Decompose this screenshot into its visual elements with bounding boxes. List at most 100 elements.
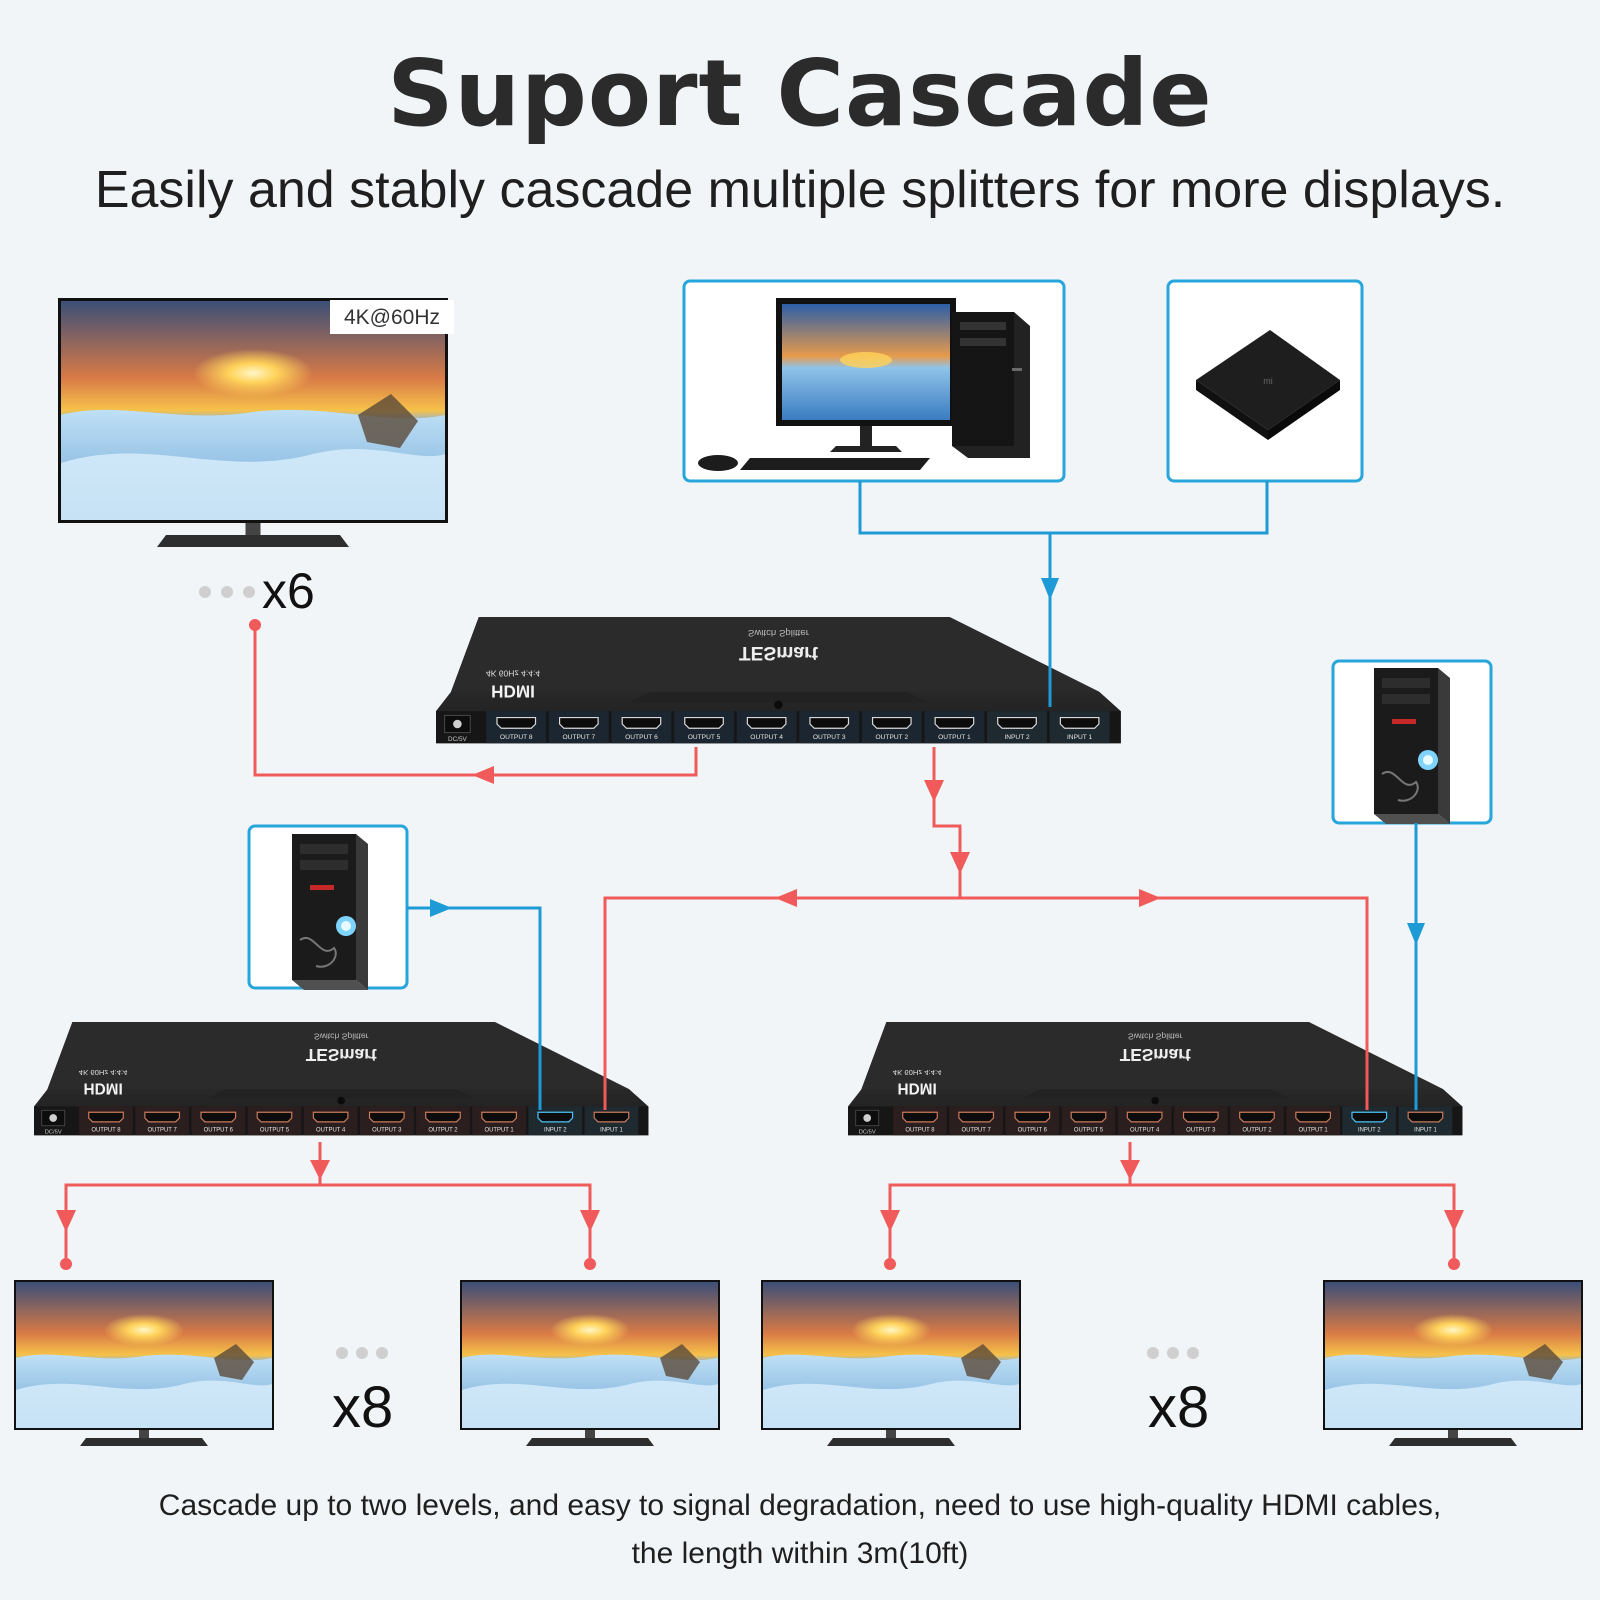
splitter-right-port-7: OUTPUT 2: [1230, 1106, 1284, 1136]
page-subtitle: Easily and stably cascade multiple split…: [94, 161, 1506, 219]
splitter-left-port-1: OUTPUT 8: [79, 1106, 133, 1136]
splitter-left-port-label-10: INPUT 1: [600, 1127, 623, 1133]
splitter-right-port-2: OUTPUT 7: [949, 1106, 1004, 1136]
tv-box-source-frame: mi: [1166, 279, 1364, 483]
splitter-left-model: Switch Splitter: [314, 1032, 369, 1042]
splitter-main-port-label-8: OUTPUT 1: [938, 734, 971, 741]
splitter-left-port-label-2: OUTPUT 7: [148, 1127, 177, 1133]
splitter-right-port-8: OUTPUT 1: [1286, 1106, 1340, 1136]
splitter-left-port-7: OUTPUT 2: [416, 1106, 470, 1136]
splitter-left-port-label-8: OUTPUT 1: [484, 1127, 514, 1133]
monitor-bottom-1: [14, 1280, 274, 1446]
pc-source-frame: [682, 279, 1066, 483]
splitter-left-port-2: OUTPUT 7: [135, 1106, 190, 1136]
monitor-top-left: 4K@60Hz: [58, 298, 454, 547]
main-to-cascade-line: [932, 747, 962, 898]
source-merge-line: [858, 481, 1269, 535]
splitter-left-brand: TESmart: [306, 1045, 377, 1065]
splitter-main-port-7: OUTPUT 2: [861, 711, 922, 744]
resolution-badge: 4K@60Hz: [344, 306, 440, 329]
splitter-left-port-6: OUTPUT 3: [359, 1106, 414, 1136]
splitter-left-port-8: OUTPUT 1: [472, 1106, 526, 1136]
footer-note: Cascade up to two levels, and easy to si…: [60, 1482, 1540, 1578]
pc-tower-frame-left: [247, 824, 409, 991]
splitter-right-port-label-4: OUTPUT 5: [1074, 1127, 1104, 1133]
splitter-left-port-10: INPUT 1: [584, 1106, 639, 1136]
splitter-left-spec: 4K 60Hz 4:4:4: [79, 1068, 128, 1077]
splitter-main-port-4: OUTPUT 5: [674, 711, 734, 744]
multiplier-top: x6: [262, 563, 315, 619]
ellipsis-dots-right: [1147, 1347, 1199, 1359]
splitter-right-port-6: OUTPUT 3: [1173, 1106, 1228, 1136]
splitter-main-port-1: OUTPUT 8: [486, 711, 547, 744]
splitter-main-port-2: OUTPUT 7: [548, 711, 609, 744]
splitter-left-port-label-3: OUTPUT 6: [204, 1127, 234, 1133]
splitter-left-port-label-5: OUTPUT 4: [316, 1127, 346, 1133]
desktop-pc-icon: [698, 298, 1030, 471]
splitter-main-port-label-6: OUTPUT 3: [813, 734, 846, 741]
multiplier-bottom-right: x8: [1148, 1375, 1209, 1440]
splitter-right-model: Switch Splitter: [1128, 1032, 1183, 1042]
splitter-right-spec: 4K 60Hz 4:4:4: [893, 1068, 942, 1077]
splitter-right-port-label-10: INPUT 1: [1414, 1127, 1437, 1133]
input-lines: [407, 481, 1418, 1110]
splitter-right-brand: TESmart: [1120, 1045, 1191, 1065]
splitter-left-port-label-9: INPUT 2: [544, 1127, 567, 1133]
splitter-main-port-label-1: OUTPUT 8: [500, 734, 533, 741]
splitter-right-port-label-2: OUTPUT 7: [962, 1127, 991, 1133]
ellipsis-dots-top: [199, 586, 255, 598]
splitter-main-port-label-7: OUTPUT 2: [875, 734, 908, 741]
splitter-right-port-label-9: INPUT 2: [1358, 1127, 1381, 1133]
monitor-bottom-2: [460, 1280, 720, 1446]
splitter-right-port-label-8: OUTPUT 1: [1298, 1127, 1328, 1133]
splitter-left-port-label-1: OUTPUT 8: [91, 1127, 121, 1133]
splitter-right-port-label-1: OUTPUT 8: [905, 1127, 935, 1133]
ellipsis-dots-left: [336, 1347, 388, 1359]
cascade-branch-line: [603, 896, 1369, 1110]
splitter-right-port-label-6: OUTPUT 3: [1186, 1127, 1216, 1133]
resolution-badge-box: [330, 300, 454, 334]
splitter-left-power-label: DC/5V: [45, 1129, 62, 1135]
splitter-main-port-label-9: INPUT 2: [1004, 734, 1030, 741]
splitter-main-port-3: OUTPUT 6: [611, 711, 672, 744]
splitter-main-power-label: DC/5V: [448, 736, 468, 743]
splitter-main-spec: 4K 60Hz 4:4:4: [486, 669, 540, 679]
splitter-main-port-9: INPUT 2: [987, 711, 1047, 744]
svg-text:mi: mi: [1263, 376, 1273, 386]
splitter-right-port-3: OUTPUT 6: [1005, 1106, 1060, 1136]
splitter-main-port-5: OUTPUT 4: [736, 711, 797, 744]
output-arrows: [56, 619, 1464, 1270]
splitter-main-port-label-5: OUTPUT 4: [750, 734, 783, 741]
splitter-left-port-9: INPUT 2: [528, 1106, 583, 1136]
splitter-main-port-8: OUTPUT 1: [924, 711, 985, 744]
splitter-main-brand: TESmart: [739, 642, 819, 663]
splitter-right-port-label-3: OUTPUT 6: [1018, 1127, 1048, 1133]
splitter-left-port-label-6: OUTPUT 3: [372, 1127, 402, 1133]
splitter-right-port-5: OUTPUT 4: [1117, 1106, 1172, 1136]
splitter-right-port-10: INPUT 1: [1398, 1106, 1453, 1136]
splitter-left-port-4: OUTPUT 5: [247, 1106, 302, 1136]
splitter-left-port-label-4: OUTPUT 5: [260, 1127, 290, 1133]
splitter-left-port-5: OUTPUT 4: [303, 1106, 358, 1136]
tv-box-icon: mi: [1196, 330, 1340, 440]
splitter-right-port-label-7: OUTPUT 2: [1242, 1127, 1271, 1133]
splitter-main-port-label-3: OUTPUT 6: [625, 734, 658, 741]
input-arrows: [430, 578, 1425, 945]
splitter-right-port-9: INPUT 2: [1342, 1106, 1397, 1136]
right-splitter-output-line: [888, 1142, 1456, 1262]
monitor-bottom-4: [1323, 1280, 1583, 1446]
footer-line-1: Cascade up to two levels, and easy to si…: [158, 1489, 1442, 1522]
splitter-main-port-label-10: INPUT 1: [1067, 734, 1093, 741]
multiplier-bottom-left: x8: [332, 1375, 393, 1440]
splitter-main-port-label-4: OUTPUT 5: [688, 734, 721, 741]
splitter-right-hdmi-logo: HDMI: [897, 1079, 936, 1096]
splitter-left-port-label-7: OUTPUT 2: [428, 1127, 457, 1133]
splitter-left-port-3: OUTPUT 6: [191, 1106, 246, 1136]
page-title: Suport Cascade: [387, 40, 1213, 147]
monitor-bottom-3: [761, 1280, 1021, 1446]
splitter-left-hdmi-logo: HDMI: [83, 1079, 122, 1096]
splitter-main-model: Switch Splitter: [748, 627, 810, 638]
pc-tower-frame-right: [1331, 659, 1493, 825]
